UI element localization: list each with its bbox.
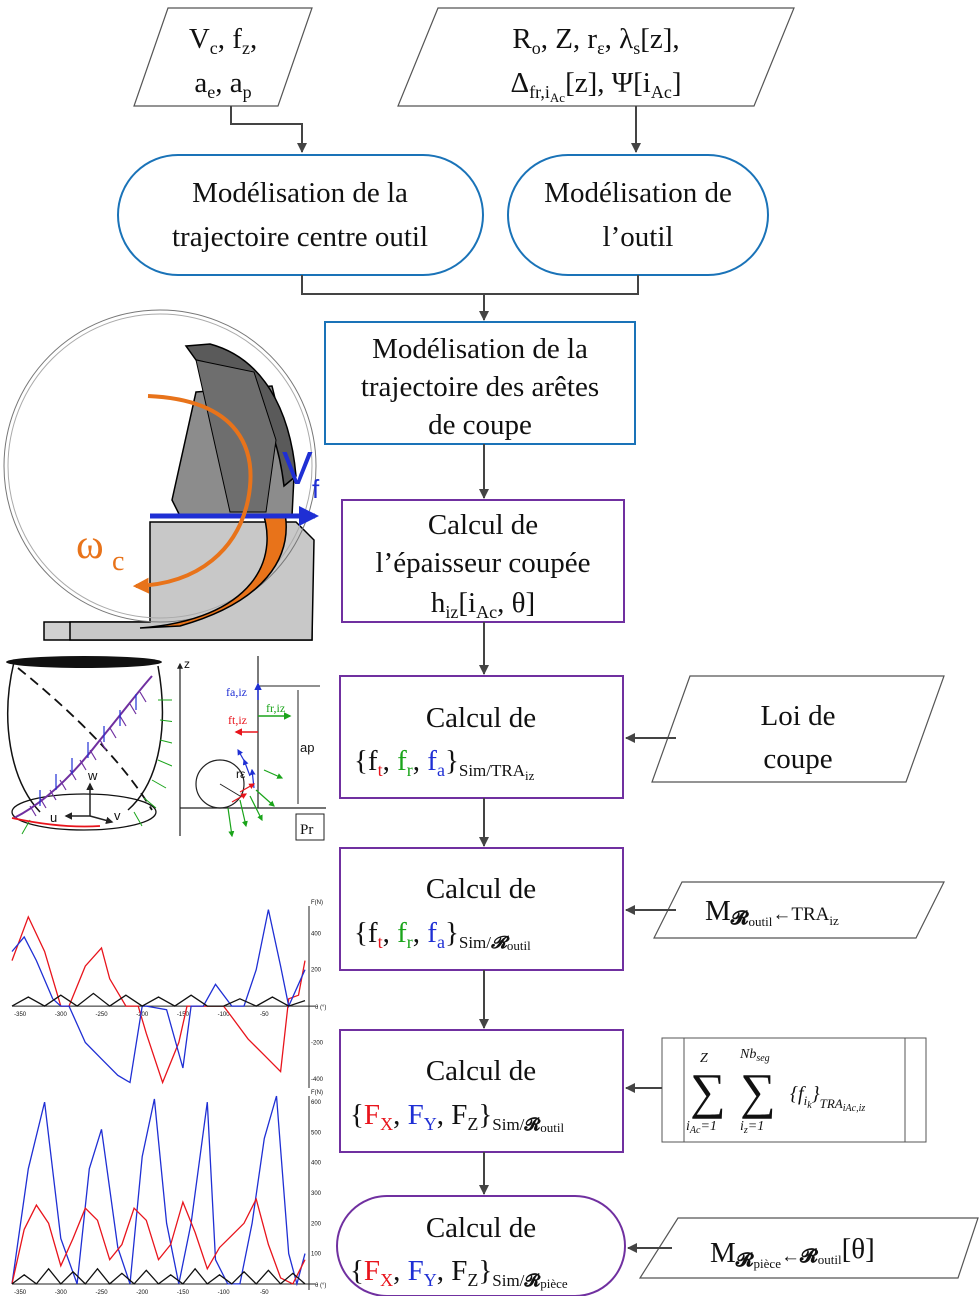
svg-text:u: u <box>50 810 57 825</box>
chart-y-tick-label: 400 <box>311 1161 322 1167</box>
node-modelisation-outil: Modélisation de l’outil <box>507 154 769 276</box>
input-matrix-outil: M𝓡outil←TRAiz <box>653 881 945 939</box>
svg-text:Calcul de: Calcul de <box>426 1055 536 1087</box>
chart-y-tick-label: 300 <box>311 1191 322 1197</box>
svg-text:ft,iz: ft,iz <box>228 713 247 727</box>
svg-text:fr,iz: fr,iz <box>266 701 285 715</box>
chart-x-tick-label: -250 <box>96 1012 109 1018</box>
chart-series-line-1 <box>11 1197 306 1285</box>
svg-text:∑: ∑ <box>690 1063 726 1119</box>
node-trajectoire-centre-outil: Modélisation de la trajectoire centre ou… <box>117 154 484 276</box>
svg-text:l’outil: l’outil <box>603 221 674 253</box>
chart-y-tick-label: -200 <box>311 1041 324 1047</box>
chart-x-tick-label: -150 <box>177 1012 190 1018</box>
svg-text:Calcul de: Calcul de <box>426 702 536 734</box>
svg-text:z: z <box>184 657 190 671</box>
chart-x-tick-label: -100 <box>218 1012 231 1018</box>
chart-series-line-0 <box>11 1095 306 1287</box>
chart-x-tick-label: -50 <box>260 1290 269 1296</box>
chart-x-tick-label: -150 <box>177 1290 190 1296</box>
svg-text:l’épaisseur coupée: l’épaisseur coupée <box>376 547 591 579</box>
chart-series-line-2 <box>11 1267 306 1285</box>
svg-text:Loi de: Loi de <box>761 700 836 732</box>
svg-text:fa,iz: fa,iz <box>226 685 247 699</box>
chart-y-axis-label: F(N) <box>311 1090 323 1096</box>
chart-x-tick-label: -300 <box>55 1290 68 1296</box>
input-tool-params: Ro, Z, rε, λs[z], Δfr,iAc[z], Ψ[iAc] <box>397 7 795 107</box>
svg-text:iz=1: iz=1 <box>740 1119 764 1136</box>
chart-y-tick-label: 500 <box>311 1130 322 1136</box>
svg-text:M𝓡outil←TRAiz: M𝓡outil←TRAiz <box>705 895 839 929</box>
chart-series-line-0 <box>11 915 306 1085</box>
chart-x-tick-label: -200 <box>136 1290 149 1296</box>
svg-text:∑: ∑ <box>740 1063 776 1119</box>
svg-text:de coupe: de coupe <box>428 409 532 441</box>
input-sum-formula: Z ∑ iAc=1 Nbseg ∑ iz=1 {fik}TRAiAc,iz <box>661 1037 927 1143</box>
chart-x-tick-label: -250 <box>96 1290 109 1296</box>
svg-text:Modélisation de: Modélisation de <box>544 177 732 209</box>
svg-text:f: f <box>312 474 320 504</box>
svg-text:v: v <box>114 808 121 823</box>
svg-text:coupe: coupe <box>763 743 832 775</box>
svg-text:{ft, fr, fa}Sim/TRAiz: {ft, fr, fa}Sim/TRAiz <box>354 745 535 783</box>
svg-text:ae, ap: ae, ap <box>194 67 251 102</box>
chart-x-tick-label: -350 <box>14 1290 27 1296</box>
svg-text:rε: rε <box>236 767 246 781</box>
chart-series-line-2 <box>11 992 306 1007</box>
node-trajectoire-aretes: Modélisation de la trajectoire des arête… <box>324 321 636 445</box>
chart-x-tick-label: -350 <box>14 1012 27 1018</box>
chart-y-tick-label: 600 <box>311 1100 322 1106</box>
svg-text:Pr: Pr <box>300 822 313 838</box>
chart-x-tick-label: -50 <box>260 1012 269 1018</box>
svg-text:c: c <box>112 546 124 577</box>
chart-y-tick-label: 200 <box>311 968 322 974</box>
svg-text:Vc, fz,: Vc, fz, <box>189 23 257 58</box>
chart-y-axis-label: F(N) <box>311 900 323 906</box>
chart-y-tick-label: -400 <box>311 1077 324 1083</box>
chart-x-tick-label: -100 <box>218 1290 231 1296</box>
chart-series-line-1 <box>11 909 306 1084</box>
chart-y-tick-label: 100 <box>311 1252 322 1258</box>
svg-text:Calcul de: Calcul de <box>428 509 538 541</box>
svg-text:Calcul de: Calcul de <box>426 1212 536 1244</box>
input-cutting-params: Vc, fz, ae, ap <box>133 7 313 107</box>
svg-text:trajectoire des arêtes: trajectoire des arêtes <box>361 371 599 403</box>
svg-text:{FX, FY, FZ}Sim/𝓡pièce: {FX, FY, FZ}Sim/𝓡pièce <box>350 1255 568 1291</box>
svg-text:Modélisation de la: Modélisation de la <box>372 333 588 365</box>
svg-text:Modélisation de la: Modélisation de la <box>192 177 408 209</box>
svg-text:Calcul de: Calcul de <box>426 873 536 905</box>
node-global-forces: Calcul de {FX, FY, FZ}Sim/𝓡outil <box>339 1029 624 1153</box>
svg-text:M𝓡pièce←𝓡outil[θ]: M𝓡pièce←𝓡outil[θ] <box>710 1233 875 1271</box>
svg-text:ω: ω <box>76 522 104 568</box>
input-matrix-piece: M𝓡pièce←𝓡outil[θ] <box>638 1217 979 1279</box>
input-loi-de-coupe: Loi de coupe <box>651 675 945 783</box>
node-tool-forces: Calcul de {ft, fr, fa}Sim/𝓡outil <box>339 847 624 971</box>
svg-text:w: w <box>87 768 98 783</box>
illustration-local-view: z ap rε fa,iz fr,iz ft,iz <box>172 656 326 842</box>
illustration-tool-view: V f ω c <box>3 309 320 641</box>
svg-text:Z: Z <box>700 1051 708 1066</box>
svg-text:ap: ap <box>300 740 314 755</box>
chart-x-axis-label: θ (°) <box>315 1283 326 1289</box>
node-local-forces: Calcul de {ft, fr, fa}Sim/TRAiz <box>339 675 624 799</box>
svg-text:Ro, Z, rε, λs[z],: Ro, Z, rε, λs[z], <box>512 23 679 58</box>
svg-text:trajectoire centre outil: trajectoire centre outil <box>172 221 428 253</box>
chart-x-axis-label: θ (°) <box>315 1005 326 1011</box>
node-epaisseur-coupee: Calcul de l’épaisseur coupée hiz[iAc, θ] <box>341 499 625 623</box>
chart-y-tick-label: 200 <box>311 1221 322 1227</box>
chart-x-tick-label: -300 <box>55 1012 68 1018</box>
svg-text:V: V <box>282 442 313 494</box>
chart-x-tick-label: -200 <box>136 1012 149 1018</box>
illustration-edge-view: w u v <box>6 656 177 835</box>
chart-local-forces: -350 -300 -250 -200 -150 -100 -50 400 200 -200 -40… <box>11 900 326 1088</box>
node-piece-forces: Calcul de {FX, FY, FZ}Sim/𝓡pièce <box>336 1195 626 1296</box>
chart-y-tick-label: 400 <box>311 931 322 937</box>
chart-global-forces: -350 -300 -250 -200 -150 -100 -50 600 500 400 300 2… <box>11 1090 326 1296</box>
